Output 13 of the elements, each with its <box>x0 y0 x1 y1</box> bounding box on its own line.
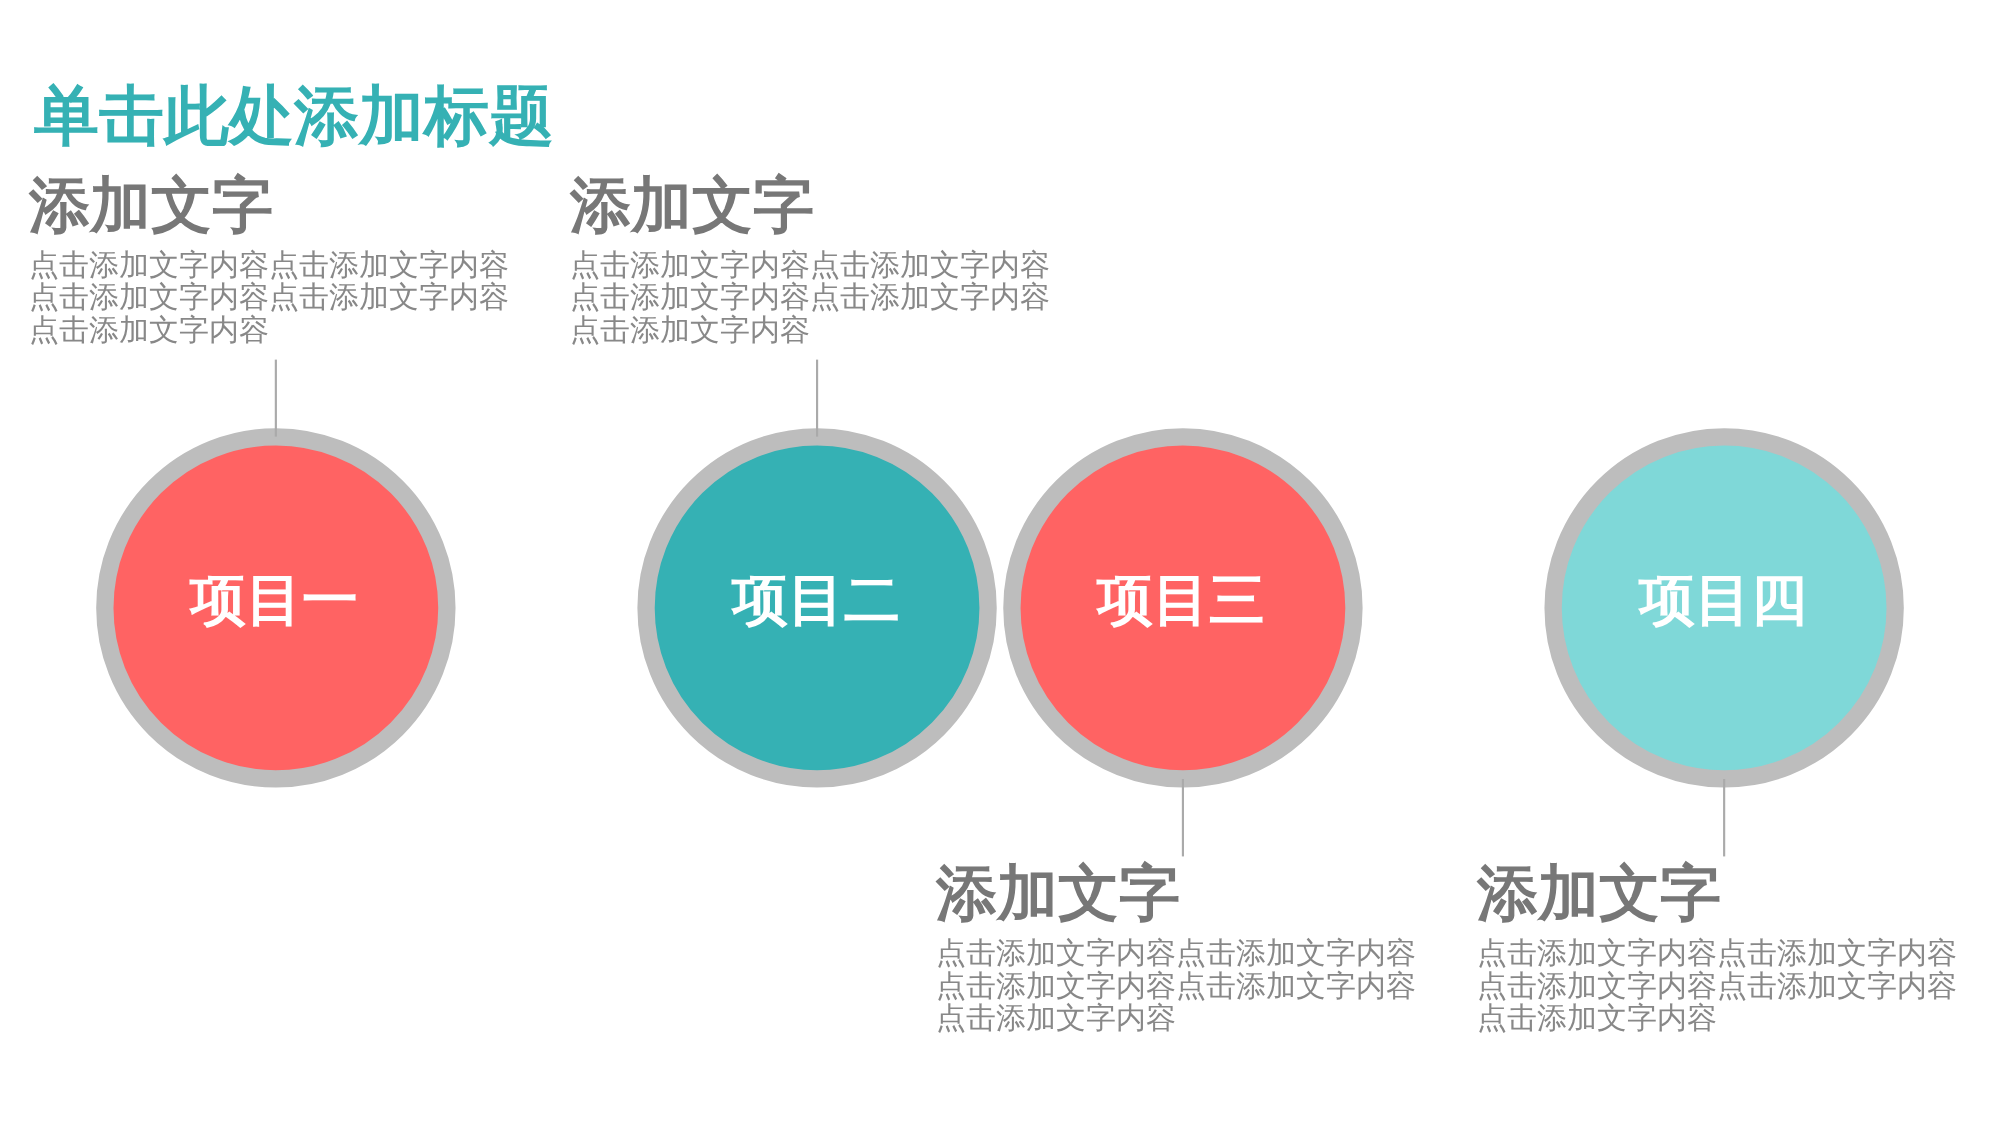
node-circle: 项目三 <box>1003 427 1363 788</box>
connector <box>274 359 277 437</box>
connector <box>1181 778 1184 856</box>
connector <box>1723 778 1726 856</box>
node-text: 添加文字 点击添加文字内容点击添加文字内容点击添加文字内容点击添加文字内容点击添加文字内容 <box>29 169 510 347</box>
node-circle: 项目二 <box>637 427 997 788</box>
connector <box>816 359 819 437</box>
node-circle: 项目四 <box>1544 427 1904 788</box>
diagram-title: 单击此处添加标题 <box>34 77 555 153</box>
node-text: 添加文字 点击添加文字内容点击添加文字内容点击添加文字内容点击添加文字内容点击添加文字内容 <box>570 169 1051 347</box>
node-circle: 项目一 <box>96 427 456 788</box>
node-text: 添加文字 点击添加文字内容点击添加文字内容点击添加文字内容点击添加文字内容点击添加文字内容 <box>1477 857 1958 1035</box>
node-text: 添加文字 点击添加文字内容点击添加文字内容点击添加文字内容点击添加文字内容点击添加文字内容 <box>936 857 1417 1035</box>
